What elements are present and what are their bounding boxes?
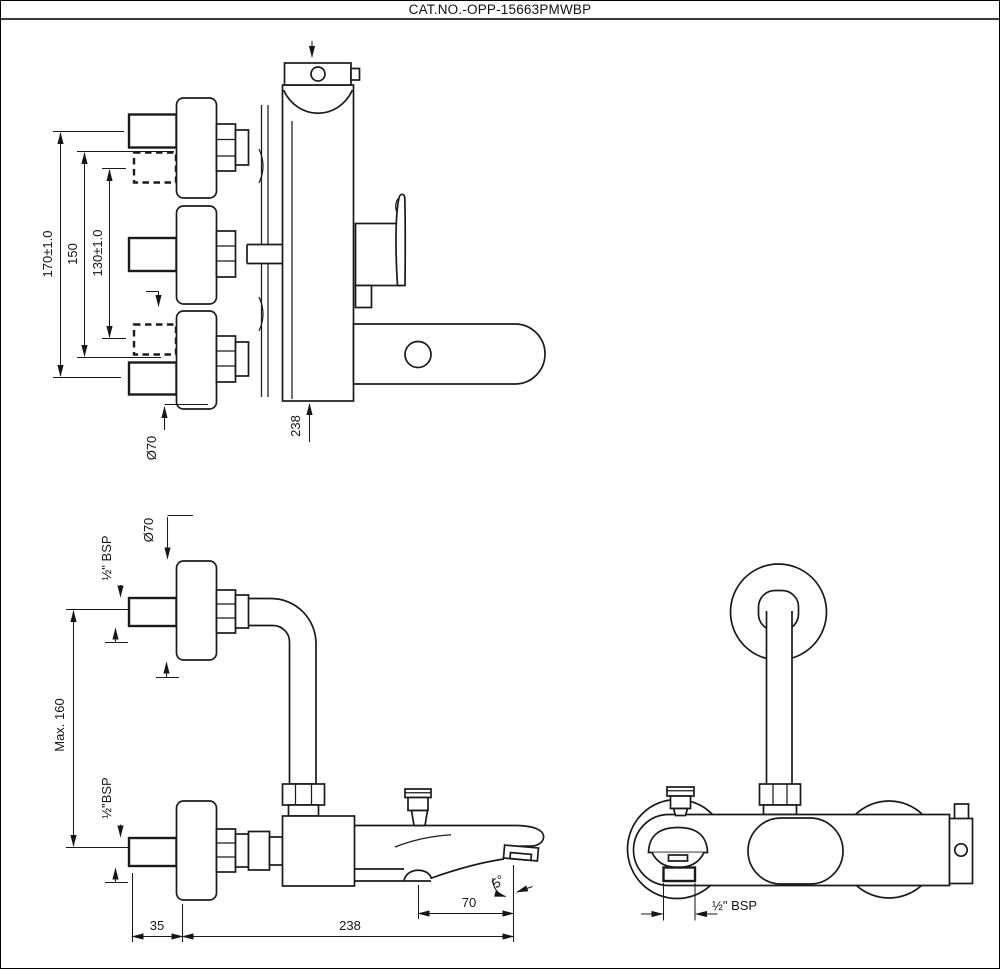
spout-plan bbox=[352, 323, 546, 385]
inlet-stub-top-alt bbox=[132, 151, 178, 184]
inlet-stub-top bbox=[127, 113, 178, 149]
wall-flange-top bbox=[175, 560, 218, 661]
inlet-stub-middle bbox=[127, 236, 178, 273]
inlet-stub-bottom-alt bbox=[132, 323, 178, 356]
aerator-front bbox=[647, 826, 709, 883]
hex-union-top bbox=[215, 589, 250, 634]
shower-riser-pipe bbox=[758, 611, 802, 816]
lever-handle bbox=[354, 193, 407, 309]
wall-flange-top bbox=[175, 97, 218, 199]
mixer-body bbox=[281, 84, 355, 402]
dim-max-height: Max. 160 bbox=[52, 698, 67, 751]
catalog-number: CAT.NO.-OPP-15663PMWBP bbox=[408, 2, 592, 17]
diverter-knob-front bbox=[666, 786, 695, 817]
shower-pipe-nut bbox=[281, 783, 326, 817]
wall-flange-middle bbox=[175, 205, 218, 305]
cartridge-cover bbox=[747, 817, 844, 885]
dim-flange-diameter: Ø70 bbox=[144, 436, 159, 461]
wall-flange-bottom bbox=[175, 800, 218, 901]
dim-wall-clearance: 35 bbox=[150, 918, 164, 933]
wall-flange-bottom bbox=[175, 310, 218, 410]
aerator-tip bbox=[502, 844, 540, 862]
dim-overall-height: 170±1.0 bbox=[40, 231, 55, 278]
dim-flange-diameter: Ø70 bbox=[141, 518, 156, 543]
shower-outlet-cap bbox=[283, 62, 361, 86]
dim-projection: 238 bbox=[288, 415, 303, 437]
hex-union-top bbox=[215, 123, 250, 172]
dimensions-spout-view: Ø70 ½" BSP Max. 160 ½"BSP bbox=[52, 514, 533, 942]
dim-spout-tip-offset: 70 bbox=[462, 895, 476, 910]
hex-union-bottom bbox=[215, 335, 250, 383]
dim-inlet-pitch: 130±1.0 bbox=[90, 230, 105, 277]
handle-end-cap bbox=[948, 803, 974, 885]
dimensions-shower-view: 170±1.0 150 130±1.0 Ø70 238 bbox=[40, 130, 313, 461]
hex-union-middle bbox=[215, 230, 237, 278]
view-spout-position: Ø70 ½" BSP Max. 160 ½"BSP bbox=[52, 514, 545, 942]
view-shower-position: 170±1.0 150 130±1.0 Ø70 238 bbox=[40, 41, 546, 461]
dim-flange-pitch: 150 bbox=[65, 243, 80, 265]
inlet-stub-bottom bbox=[127, 836, 178, 868]
dim-top-thread: ½" BSP bbox=[99, 535, 114, 580]
title-block: CAT.NO.-OPP-15663PMWBP bbox=[1, 1, 999, 20]
dim-projection: 238 bbox=[339, 918, 361, 933]
mixer-body bbox=[281, 815, 356, 887]
view-front: ½" BSP bbox=[626, 563, 974, 921]
bath-spout bbox=[354, 824, 545, 882]
inlet-stub-bottom bbox=[127, 361, 178, 396]
dimensions-front-view: ½" BSP bbox=[641, 883, 757, 921]
hex-union-bottom bbox=[215, 828, 284, 873]
elbow-pipe bbox=[247, 597, 317, 785]
dim-bottom-thread: ½"BSP bbox=[99, 777, 114, 818]
diverter-knob bbox=[404, 788, 432, 827]
dim-spout-angle: 5° bbox=[489, 872, 508, 891]
inlet-stub-top bbox=[127, 596, 178, 628]
dim-outlet-thread: ½" BSP bbox=[712, 898, 757, 913]
